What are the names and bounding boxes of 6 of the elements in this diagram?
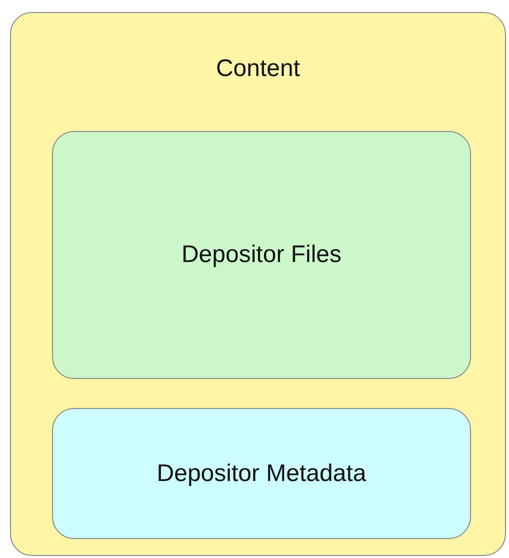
content-box [52, 408, 471, 539]
box-label: Depositor Metadata [156, 460, 368, 488]
box-label: Content [214, 55, 302, 83]
container-box [10, 12, 506, 556]
box-label: Depositor Files [180, 241, 343, 269]
content-box [52, 131, 471, 379]
